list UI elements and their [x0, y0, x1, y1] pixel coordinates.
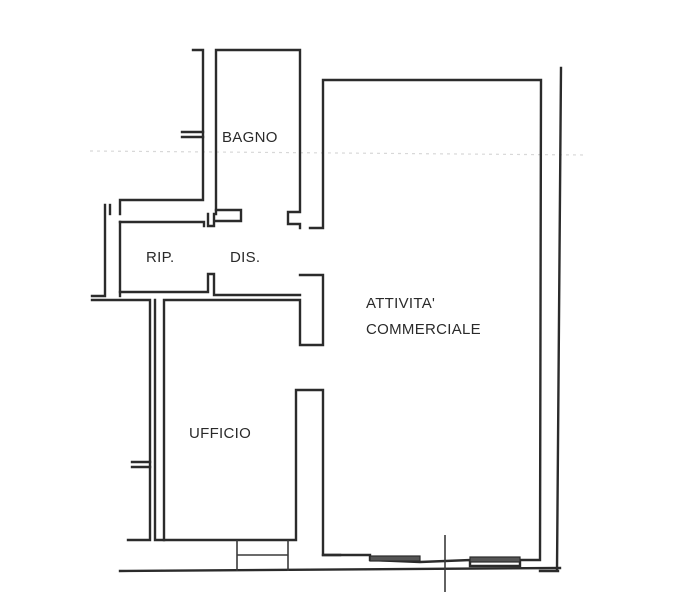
room-label-rip: RIP.	[146, 249, 175, 266]
room-label-attivita-line2: COMMERCIALE	[366, 321, 481, 338]
attivita-walls	[308, 66, 563, 592]
window-left	[369, 555, 421, 562]
ufficio-walls	[153, 273, 342, 571]
room-label-dis: DIS.	[230, 249, 261, 266]
scan-artifact-line	[89, 150, 586, 156]
room-label-attivita-line1: ATTIVITA'	[366, 295, 436, 312]
bagno-walls	[206, 48, 302, 230]
left-exterior-walls	[90, 203, 562, 573]
room-label-ufficio: UFFICIO	[189, 425, 252, 442]
room-label-bagno: BAGNO	[222, 129, 278, 146]
window-right	[469, 556, 521, 563]
corridor-walls	[118, 48, 205, 216]
rip-dis-walls	[118, 220, 302, 298]
